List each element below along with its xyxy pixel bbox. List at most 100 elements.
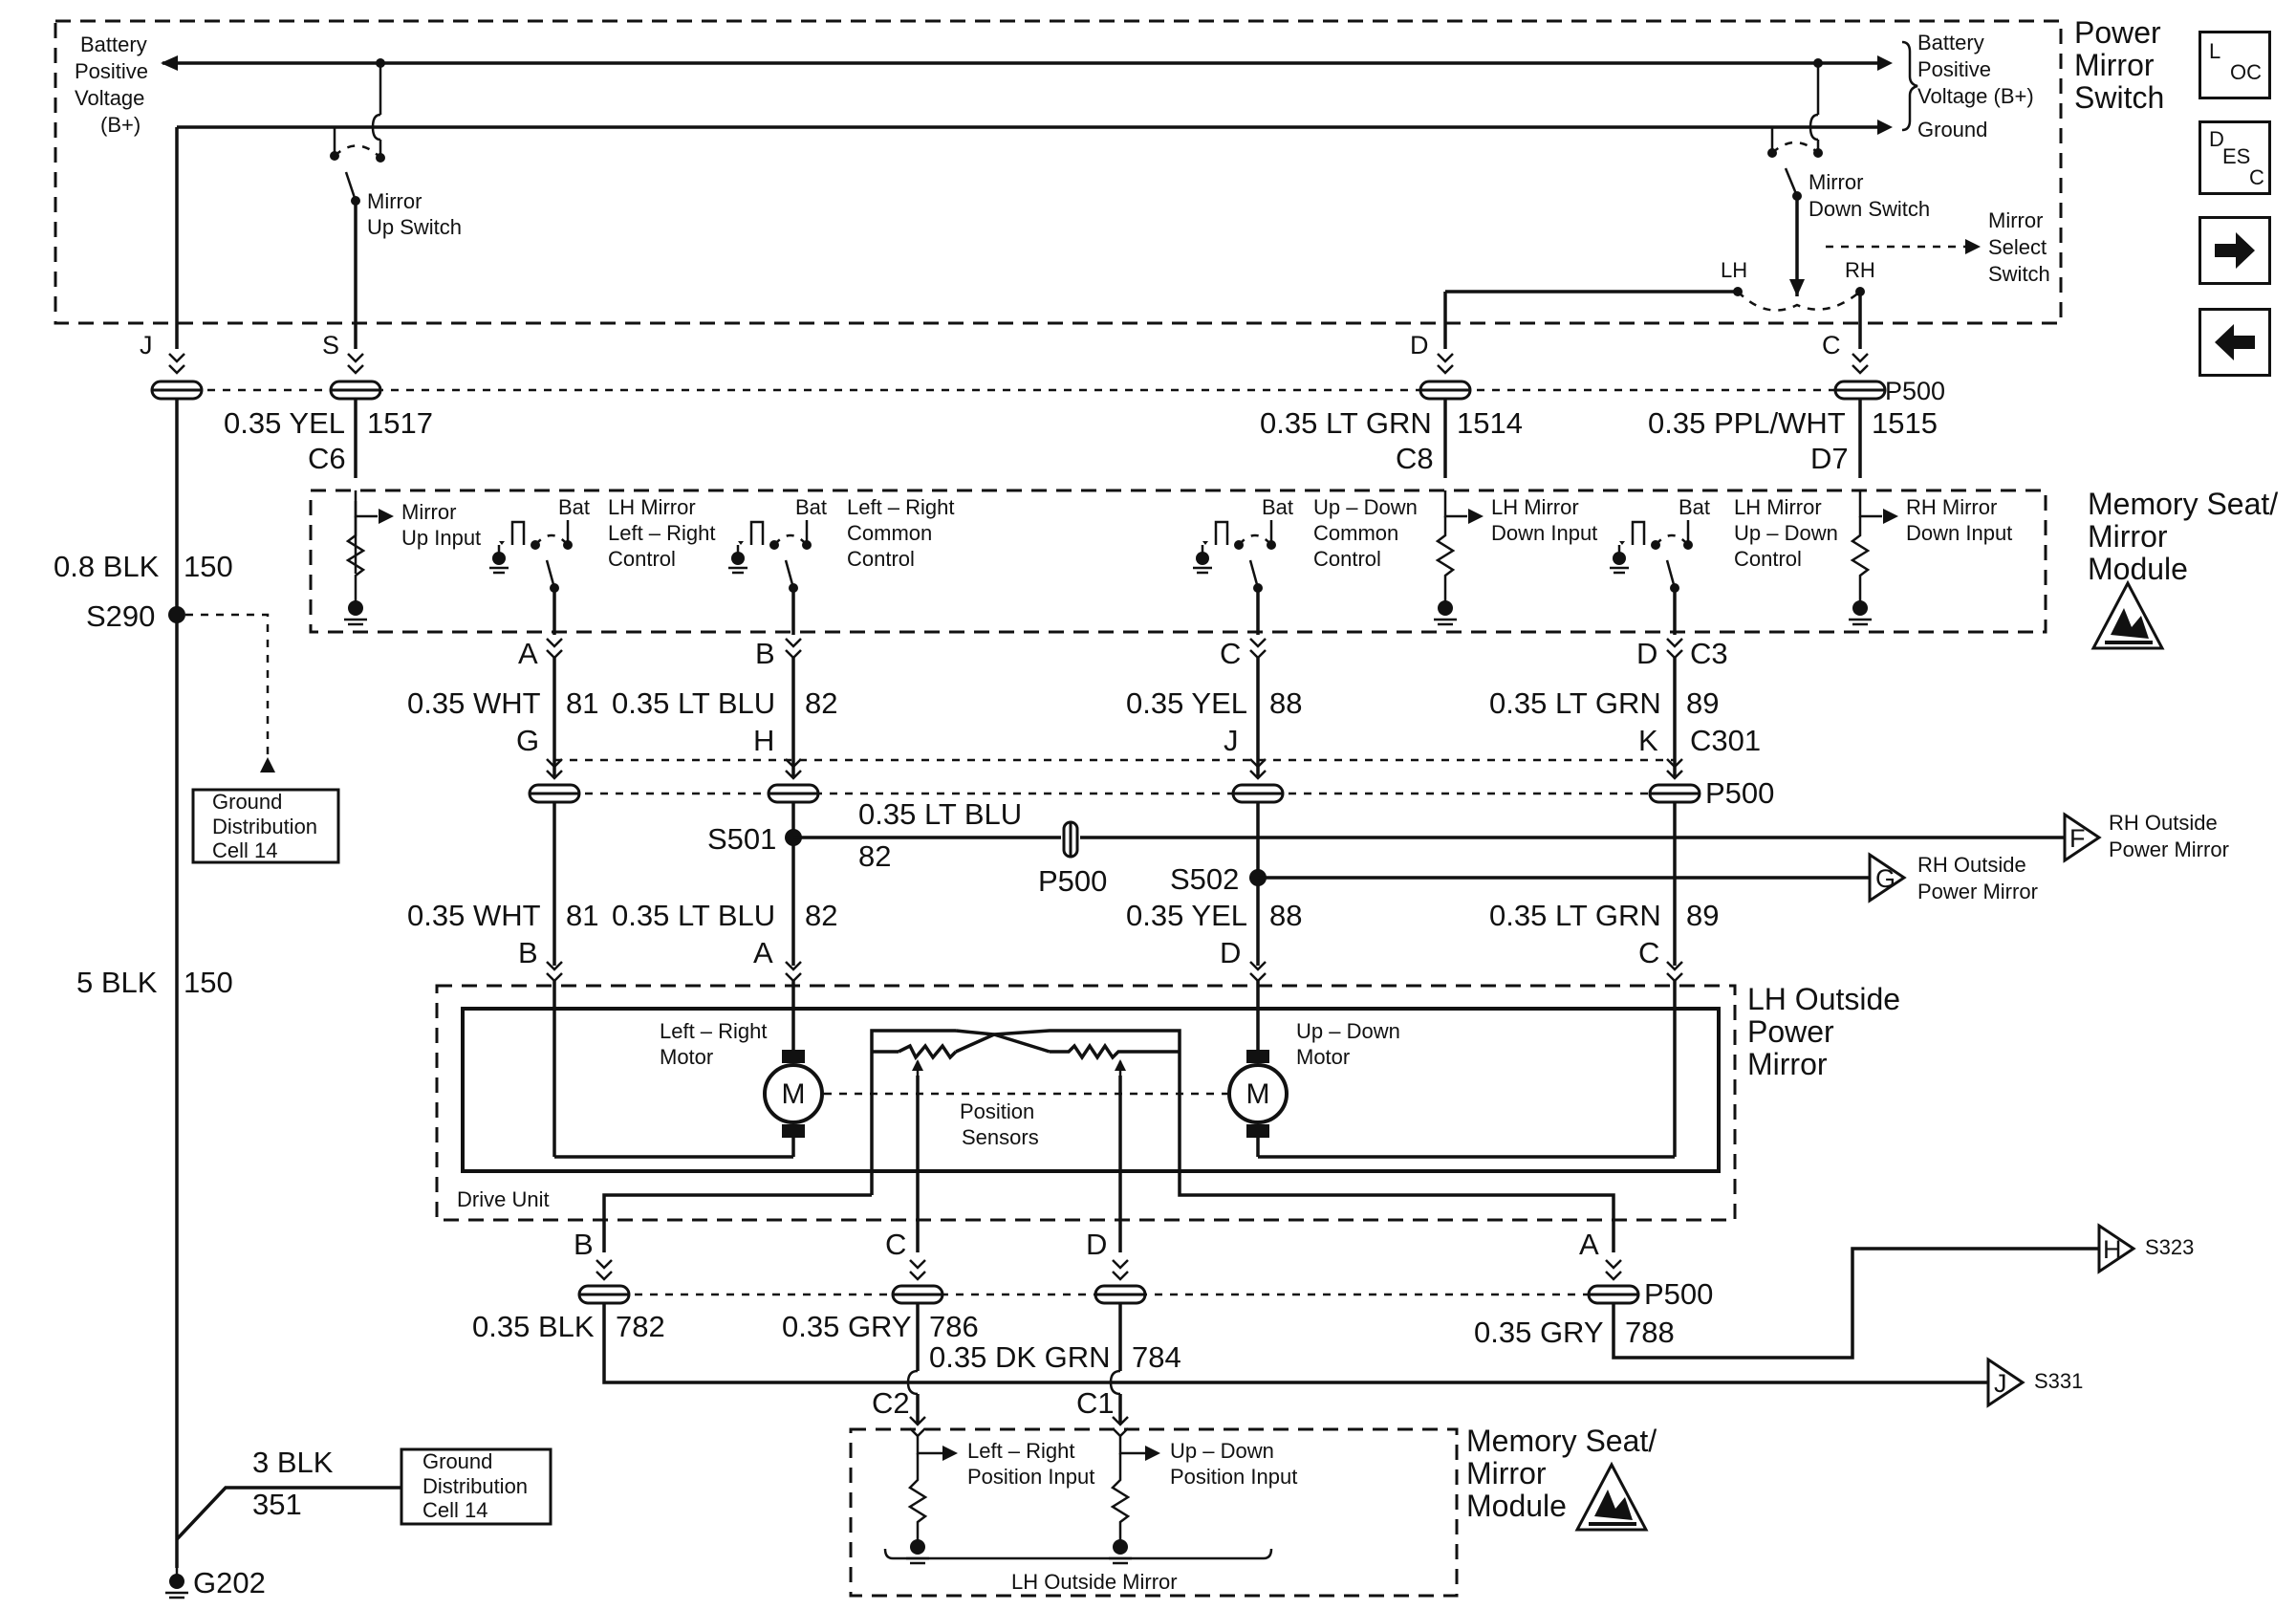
- p500-connector-4: P500: [1644, 1277, 1713, 1311]
- wire-ltblu-gauge-1: 0.35 LT BLU: [612, 686, 775, 720]
- pin-J: J: [140, 331, 153, 359]
- wire-blk782-circuit: 782: [616, 1310, 665, 1343]
- left-right-common-3: Control: [847, 547, 915, 571]
- ground-dist-2-line3: Cell 14: [422, 1498, 487, 1522]
- wire-dkgrn784-gauge: 0.35 DK GRN: [929, 1340, 1111, 1374]
- wire-blk351-gauge: 3 BLK: [252, 1446, 334, 1479]
- description-button[interactable]: D ES C: [2199, 120, 2271, 195]
- pin-C3: C3: [1690, 637, 1728, 670]
- power-mirror-switch-title-1: Power: [2074, 15, 2161, 50]
- driver-switch-2: [728, 520, 812, 635]
- mirror-select-switch-1: Mirror: [1988, 208, 2043, 232]
- up-down-common-2: Common: [1313, 521, 1398, 545]
- lh-up-down-2: Up – Down: [1734, 521, 1838, 545]
- wire-blk782-gauge: 0.35 BLK: [472, 1310, 595, 1343]
- memory-module-top-2: Mirror: [2088, 519, 2168, 554]
- pin-C-lower: C: [885, 1228, 906, 1261]
- pin-C-mirror: C: [1638, 936, 1659, 969]
- esd-warning-icon-bottom: [1575, 1463, 1648, 1532]
- battery-left-2: Positive: [75, 59, 148, 83]
- memory-module-top-3: Module: [2088, 552, 2188, 586]
- ud-position-input-2: Position Input: [1170, 1465, 1297, 1489]
- rh-mirror-down-1: RH Mirror: [1906, 495, 1997, 519]
- left-right-common-2: Common: [847, 521, 932, 545]
- pin-C-switch: C: [1822, 331, 1841, 359]
- offpage-F-letter: F: [2069, 824, 2086, 853]
- pin-C-c3: C: [1220, 637, 1241, 670]
- driver-switch-1: [489, 520, 573, 635]
- lh-outside-mirror-title-1: LH Outside: [1747, 982, 1900, 1016]
- offpage-G-label-1: RH Outside: [1917, 853, 2026, 877]
- position-sensors-1: Position: [960, 1099, 1034, 1123]
- lh-left-right-3: Control: [608, 547, 676, 571]
- p500-connector-2: P500: [1705, 776, 1774, 810]
- lh-up-down-3: Control: [1734, 547, 1802, 571]
- wire-ltblu-circuit-2: 82: [805, 899, 837, 932]
- wire-wht-circuit-2: 81: [566, 899, 598, 932]
- wire-yel88-circuit-1: 88: [1269, 686, 1302, 720]
- wire-blk150a-circuit: 150: [184, 550, 233, 583]
- offpage-H-label: S323: [2145, 1235, 2194, 1259]
- ground-label: Ground: [1917, 118, 1987, 141]
- pin-J-c301: J: [1224, 724, 1239, 757]
- ground-dist-2-line1: Ground: [422, 1449, 492, 1473]
- location-button[interactable]: L OC: [2199, 31, 2271, 99]
- wire-blk150b-gauge: 5 BLK: [76, 966, 158, 999]
- splice-s501: S501: [707, 822, 776, 856]
- pin-S: S: [322, 331, 339, 359]
- esd-warning-icon-top: [2091, 581, 2164, 650]
- ground-symbol-g202: [163, 1566, 190, 1599]
- up-down-motor-M: M: [1246, 1078, 1270, 1110]
- wire-blk150a-gauge: 0.8 BLK: [54, 550, 160, 583]
- wire-ltgrn89-gauge-1: 0.35 LT GRN: [1489, 686, 1661, 720]
- wire-gry788-circuit: 788: [1625, 1316, 1675, 1349]
- mirror-up-input-2: Up Input: [401, 526, 481, 550]
- loc-oc: OC: [2230, 60, 2262, 84]
- memory-module-top-box: [309, 489, 2047, 634]
- pin-A-mirror: A: [753, 936, 773, 969]
- pin-D7: D7: [1810, 442, 1849, 475]
- memory-module-bottom-box: [849, 1427, 1459, 1598]
- wire-wht-gauge-1: 0.35 WHT: [407, 686, 541, 720]
- driver-switch-4: [1610, 520, 1693, 635]
- mirror-select-switch-3: Switch: [1988, 262, 2050, 286]
- ground-dist-2-line2: Distribution: [422, 1474, 528, 1498]
- drive-unit-box: [461, 1007, 1721, 1173]
- up-down-motor-2: Motor: [1296, 1045, 1350, 1069]
- mirror-up-switch-2: Up Switch: [367, 215, 462, 239]
- previous-page-button[interactable]: [2199, 308, 2271, 377]
- wire-gry786-gauge: 0.35 GRY: [782, 1310, 912, 1343]
- wire-wht-circuit-1: 81: [566, 686, 598, 720]
- wire-yel-circuit: 1517: [367, 406, 433, 440]
- wire-ltgrn89-circuit-2: 89: [1686, 899, 1719, 932]
- loc-l: L: [2209, 39, 2221, 63]
- pin-C6: C6: [308, 442, 346, 475]
- lh-left-right-2: Left – Right: [608, 521, 716, 545]
- left-right-common-1: Left – Right: [847, 495, 955, 519]
- next-page-button[interactable]: [2199, 216, 2271, 285]
- pin-H: H: [753, 724, 774, 757]
- wire-yel88-gauge-2: 0.35 YEL: [1126, 899, 1247, 932]
- wire-gry788-gauge: 0.35 GRY: [1474, 1316, 1604, 1349]
- p500-connector-3: P500: [1038, 864, 1107, 898]
- wire-ltblu-circuit-1: 82: [805, 686, 837, 720]
- wire-ltgrn-circuit: 1514: [1457, 406, 1523, 440]
- wire-pplwht-gauge: 0.35 PPL/WHT: [1648, 406, 1846, 440]
- ground-dist-1-line1: Ground: [212, 790, 282, 814]
- drive-unit-label: Drive Unit: [457, 1187, 550, 1211]
- rh-mirror-down-2: Down Input: [1906, 521, 2012, 545]
- pin-A-lower: A: [1579, 1228, 1599, 1261]
- right-arrow-icon: [2215, 232, 2255, 269]
- left-arrow-icon: [2215, 324, 2255, 360]
- battery-left-1: Battery: [80, 33, 147, 56]
- p500-connector-1: P500: [1885, 377, 1945, 405]
- wire-dkgrn784-circuit: 784: [1132, 1340, 1181, 1374]
- offpage-J-label: S331: [2034, 1369, 2083, 1393]
- offpage-H-letter: H: [2103, 1235, 2122, 1264]
- power-mirror-switch-title-2: Mirror: [2074, 48, 2155, 82]
- left-right-motor-M: M: [782, 1078, 806, 1110]
- wire-wht-gauge-2: 0.35 WHT: [407, 899, 541, 932]
- pin-D-c3: D: [1636, 637, 1657, 670]
- lh-up-down-1: LH Mirror: [1734, 495, 1822, 519]
- left-right-motor-1: Left – Right: [660, 1019, 768, 1043]
